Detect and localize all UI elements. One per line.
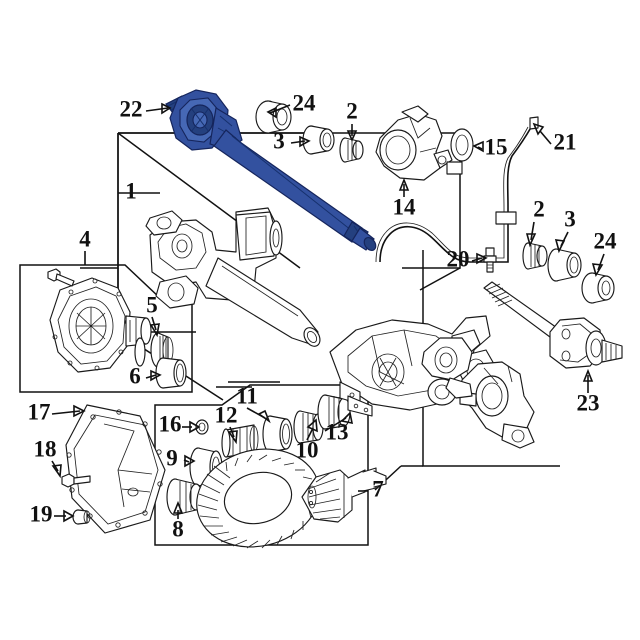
callout-label-9-c9: 9 <box>166 445 178 470</box>
callout-label-2-c2b: 2 <box>533 196 545 221</box>
callout-label-24-c24b: 24 <box>594 228 618 253</box>
callout-label-4-c4: 4 <box>79 226 91 251</box>
part-seal-24-right <box>581 272 615 304</box>
part-knuckle-bottom-right <box>459 361 535 449</box>
callout-label-1-c1: 1 <box>125 178 137 203</box>
part-bearing-2-top <box>339 137 364 163</box>
callout-label-14-c14: 14 <box>393 194 417 219</box>
part-steering-knuckle-14 <box>375 105 453 181</box>
callout-label-22-c22: 22 <box>120 96 143 121</box>
callout-label-24-c24a: 24 <box>293 90 317 115</box>
callout-label-15-c15: 15 <box>485 134 508 159</box>
callout-label-3-c3b: 3 <box>564 206 576 231</box>
part-shim-16 <box>195 419 209 435</box>
callout-label-17-c17: 17 <box>28 399 51 424</box>
callout-label-23-c23: 23 <box>577 390 600 415</box>
callout-label-6-c6: 6 <box>129 363 141 388</box>
part-axle-shaft-23 <box>483 281 623 369</box>
callout-label-10-c10: 10 <box>296 437 319 462</box>
part-bearing-2-right <box>522 242 548 270</box>
part-differential-carrier-housing <box>47 268 152 373</box>
part-ring-gear <box>196 448 320 549</box>
callout-label-16-c16: 16 <box>159 411 182 436</box>
part-bearing-cup-6 <box>155 357 187 389</box>
callout-label-5-c5: 5 <box>146 292 158 317</box>
callout-label-3-c3a: 3 <box>273 128 285 153</box>
part-bearing-cup-3-right <box>547 248 582 282</box>
part-drain-plug <box>72 509 91 525</box>
part-knuckle-bottom-right-2 <box>421 337 473 399</box>
part-seal-15 <box>450 128 474 162</box>
callout-label-21-c21: 21 <box>554 129 577 154</box>
part-fitting-20 <box>483 247 497 273</box>
callout-label-18-c18: 18 <box>34 436 57 461</box>
callout-label-19-c19: 19 <box>30 501 53 526</box>
part-cover-bolt <box>61 473 91 488</box>
part-bearing-13 <box>317 394 351 430</box>
callout-label-11-c11: 11 <box>236 383 258 408</box>
callout-label-2-c2a: 2 <box>346 98 358 123</box>
callout-label-12-c12: 12 <box>215 402 238 427</box>
callout-label-13-c13: 13 <box>326 419 349 444</box>
part-bearing-cup-11 <box>262 415 293 453</box>
callout-label-8-c8: 8 <box>172 516 184 541</box>
part-bearing-cup-3-top <box>302 125 335 155</box>
callout-label-7-c7: 7 <box>372 476 384 501</box>
part-differential-cover <box>65 404 166 534</box>
part-highlight-axle-shaft-22 <box>165 89 377 252</box>
callout-leaders <box>51 102 605 523</box>
part-front-axle-housing <box>145 207 321 347</box>
callout-label-20-c20: 20 <box>447 246 470 271</box>
